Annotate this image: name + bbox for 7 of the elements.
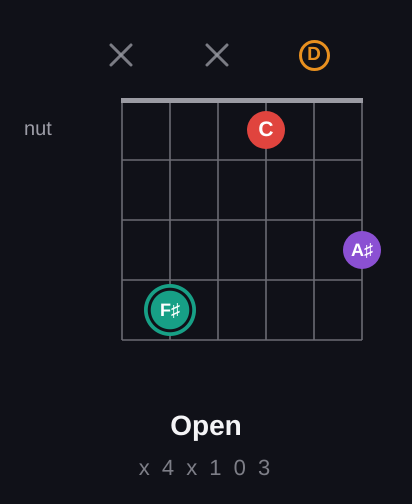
note-marker: C xyxy=(247,111,285,149)
root-note-marker: F♯ xyxy=(144,284,196,336)
note-marker: A♯ xyxy=(343,231,381,269)
nut-label: nut xyxy=(24,118,52,141)
open-string-marker: D xyxy=(298,40,330,70)
chord-name: Open xyxy=(170,410,242,441)
fingering-text: x 4 x 1 0 3 xyxy=(138,455,274,480)
